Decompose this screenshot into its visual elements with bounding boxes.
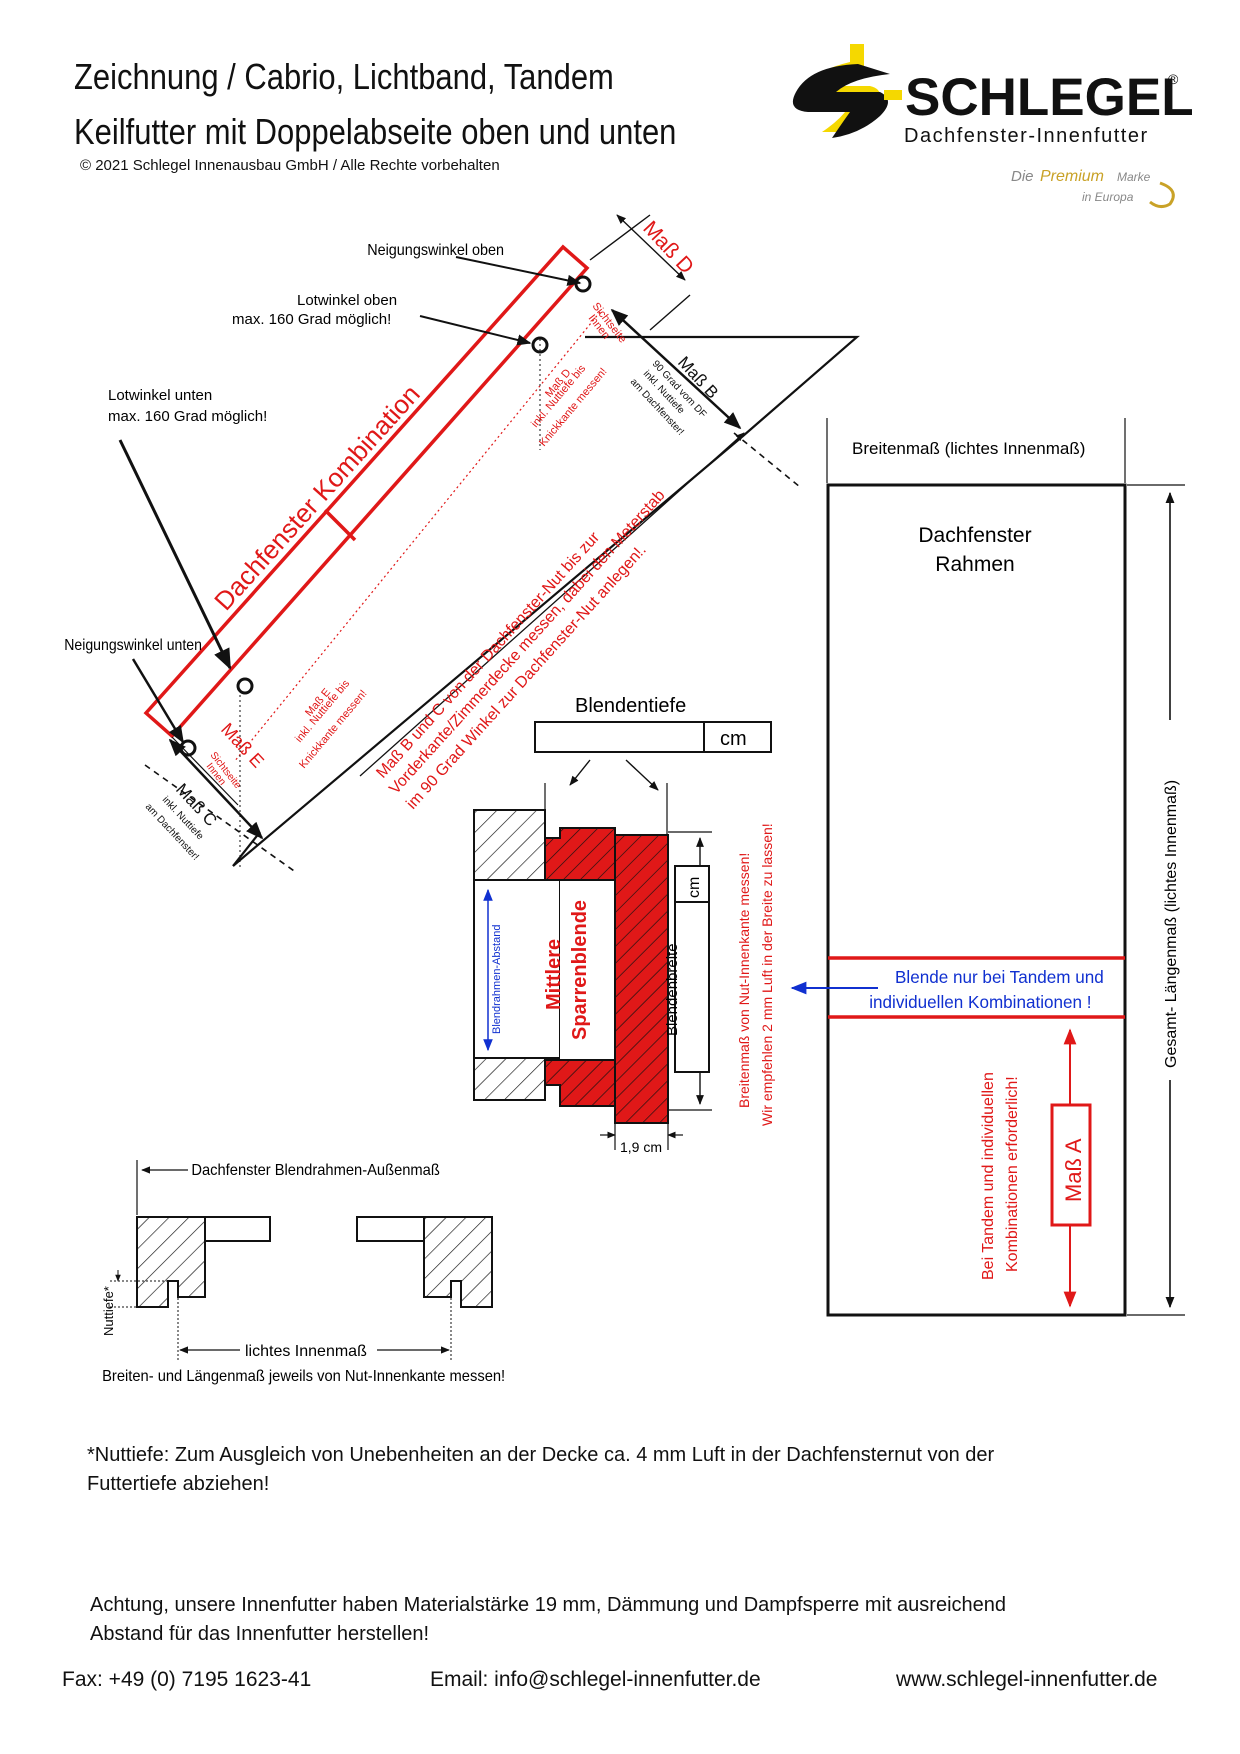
label-breitenmass: Breitenmaß (lichtes Innenmaß) bbox=[852, 439, 1085, 458]
frame-section: Breitenmaß (lichtes Innenmaß) Dachfenste… bbox=[790, 418, 1185, 1317]
label-lichtes: lichtes Innenmaß bbox=[245, 1343, 367, 1360]
footer-website-link[interactable]: www.schlegel-innenfutter.de bbox=[896, 1668, 1158, 1691]
note-nuttiefe-line-2: Futtertiefe abziehen! bbox=[87, 1473, 270, 1495]
label-bc-note-1: Maß B und C von der Dachfenster-Nut bis … bbox=[373, 529, 603, 782]
label-rahmen-2: Rahmen bbox=[935, 553, 1014, 576]
note-achtung: Achtung, unsere Innenfutter haben Materi… bbox=[90, 1591, 1170, 1649]
label-lotwinkel-unten-2: max. 160 Grad möglich! bbox=[108, 408, 267, 425]
label-mittlere-1: Mittlere bbox=[543, 939, 565, 1010]
logo-tagline-swirl bbox=[1149, 181, 1175, 209]
sloped-section: Neigungswinkel oben Lotwinkel oben max. … bbox=[64, 214, 860, 874]
label-lotwinkel-oben-2: max. 160 Grad möglich! bbox=[232, 311, 391, 328]
label-neigungswinkel-unten: Neigungswinkel unten bbox=[64, 636, 202, 654]
label-tandem-note-2: Kombinationen erforderlich! bbox=[1004, 1076, 1021, 1272]
schlegel-logo: SCHLEGEL ® Dachfenster-Innenfutter Die P… bbox=[792, 44, 1194, 209]
label-blende-note-2: individuellen Kombinationen ! bbox=[869, 992, 1091, 1013]
label-gesamt: Gesamt- Längenmaß (lichtes Innenmaß) bbox=[1163, 780, 1180, 1068]
label-blende-note-1: Blende nur bei Tandem und bbox=[895, 967, 1104, 988]
label-breiten-note: Breiten- und Längenmaß jeweils von Nut-I… bbox=[102, 1367, 505, 1385]
dachfenster-kombination-box bbox=[143, 244, 590, 739]
note-achtung-line-2: Abstand für das Innenfutter herstellen! bbox=[90, 1623, 430, 1645]
mass-a-box bbox=[1050, 1103, 1092, 1227]
label-rahmen-1: Dachfenster bbox=[918, 524, 1031, 547]
copyright: © 2021 Schlegel Innenausbau GmbH / Alle … bbox=[80, 157, 500, 174]
logo-swoosh-black bbox=[792, 64, 890, 138]
label-mittlere-2: Sparrenblende bbox=[569, 900, 591, 1040]
footer-fax: Fax: +49 (0) 7195 1623-41 bbox=[62, 1668, 312, 1691]
footer-email-link[interactable]: Email: info@schlegel-innenfutter.de bbox=[430, 1668, 761, 1691]
logo-subtitle: Dachfenster-Innenfutter bbox=[904, 125, 1149, 147]
label-bc-note-3: im 90 Grad Winkel zur Dachfenster-Nut an… bbox=[403, 542, 649, 813]
note-achtung-line-1: Achtung, unsere Innenfutter haben Materi… bbox=[90, 1594, 1007, 1616]
label-neigungswinkel-oben: Neigungswinkel oben bbox=[367, 241, 504, 259]
logo-brand: SCHLEGEL bbox=[905, 68, 1194, 127]
logo-tagline-premium: Premium bbox=[1040, 168, 1104, 185]
blende-section: Blendentiefe cm Blendrahmen-Abstand Mitt… bbox=[473, 695, 775, 1155]
label-lotwinkel-unten-1: Lotwinkel unten bbox=[108, 387, 212, 404]
label-mass-d: Maß D bbox=[638, 217, 698, 279]
note-nuttiefe-line-1: *Nuttiefe: Zum Ausgleich von Unebenheite… bbox=[87, 1444, 995, 1466]
label-breitenmass-note-2: Wir empfehlen 2 mm Luft in der Breite zu… bbox=[759, 823, 775, 1126]
label-blendentiefe-cm: cm bbox=[720, 728, 747, 750]
label-nuttiefe: Nuttiefe* bbox=[101, 1286, 116, 1336]
title-line-1: Zeichnung / Cabrio, Lichtband, Tandem bbox=[74, 56, 614, 97]
note-nuttiefe: *Nuttiefe: Zum Ausgleich von Unebenheite… bbox=[87, 1441, 1167, 1499]
label-blendenbreite: Blendenbreite bbox=[664, 943, 681, 1036]
label-blendentiefe: Blendentiefe bbox=[575, 695, 686, 717]
label-blendrahmen-abstand: Blendrahmen-Abstand bbox=[491, 925, 503, 1034]
logo-tagline-die: Die bbox=[1011, 168, 1034, 185]
label-lotwinkel-oben-1: Lotwinkel oben bbox=[297, 292, 397, 309]
label-mass-a: Maß A bbox=[1061, 1138, 1086, 1202]
logo-tagline-marke: Marke bbox=[1117, 170, 1151, 184]
title-line-2: Keilfutter mit Doppelabseite oben und un… bbox=[74, 111, 677, 152]
label-breitenmass-note-1: Breitenmaß von Nut-Innenkante messen! bbox=[736, 853, 752, 1108]
label-thickness: 1,9 cm bbox=[620, 1139, 662, 1155]
blendentiefe-input-box bbox=[534, 721, 772, 753]
profile-section: Dachfenster Blendrahmen-Außenmaß Nuttief… bbox=[101, 1160, 505, 1385]
logo-tagline-europa: in Europa bbox=[1082, 190, 1134, 204]
label-blendenbreite-cm: cm bbox=[686, 877, 703, 898]
blendenbreite-input-box bbox=[674, 865, 710, 1073]
dachfenster-rahmen-box bbox=[826, 483, 1127, 1317]
logo-registered: ® bbox=[1168, 71, 1179, 87]
label-aussenmass: Dachfenster Blendrahmen-Außenmaß bbox=[191, 1161, 440, 1179]
label-tandem-note-1: Bei Tandem und individuellen bbox=[980, 1072, 997, 1280]
